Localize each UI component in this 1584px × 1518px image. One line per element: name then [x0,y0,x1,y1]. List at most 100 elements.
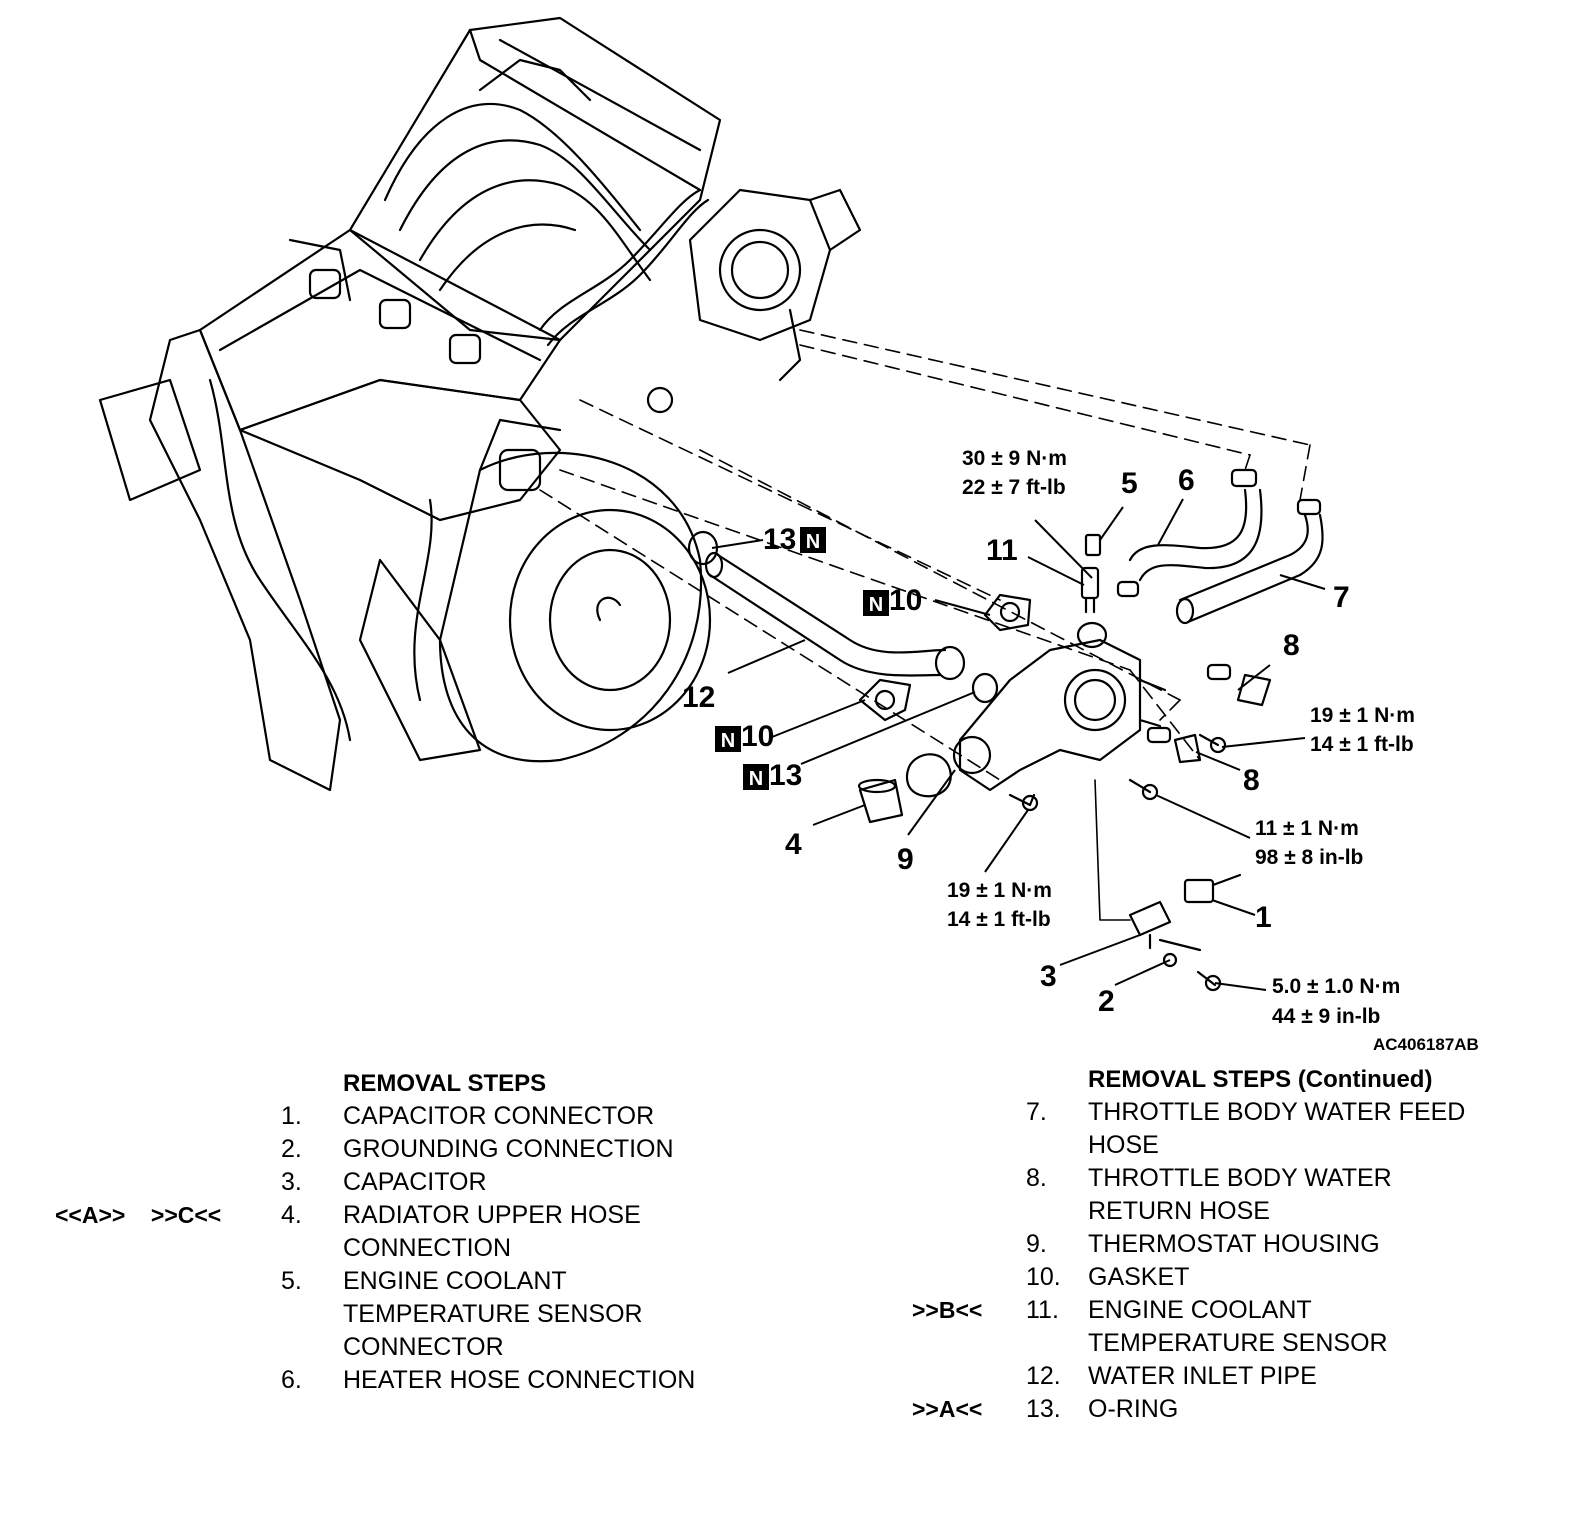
bolts [1008,733,1227,992]
step-text: THROTTLE BODY WATER [1088,1164,1392,1192]
step-number: 5. [281,1267,302,1295]
engine-assembly [98,16,862,792]
removal-step-continuation: CONNECTION [55,1232,695,1265]
service-point-marks [55,1232,281,1265]
removal-step: 10. GASKET [912,1261,1465,1294]
torque-spec-lower-bolt-line1: 19 ± 1 N·m [947,879,1052,902]
engine-exploded-diagram: 1 2 3 4 5 6 7 8 8 9 10 10 11 12 13 13 N … [98,16,1479,1054]
callout-13-upper: 13 [763,523,796,556]
step-text: RETURN HOSE [1088,1197,1270,1225]
removal-step: 5. ENGINE COOLANT [55,1265,695,1298]
step-number [1026,1129,1088,1162]
service-point-marks [912,1261,1026,1294]
step-text: CAPACITOR CONNECTOR [343,1102,655,1130]
capacitor-connector [1183,873,1242,904]
service-point-marks: >>A<< [912,1396,983,1422]
torque-spec-ground-bolt-line2: 44 ± 9 in-lb [1272,1005,1380,1028]
removal-step-continuation: TEMPERATURE SENSOR [55,1298,695,1331]
step-text: GASKET [1088,1263,1190,1291]
step-number: 1. [281,1102,302,1130]
callout-10-upper: 10 [889,584,922,617]
gasket-upper [983,593,1032,632]
step-number: 10. [1026,1263,1061,1291]
service-point-marks [912,1327,1026,1360]
capacitor [1128,900,1202,952]
step-number [281,1232,343,1265]
service-point-marks [912,1129,1026,1162]
n-badge: N [869,594,883,616]
step-text: HEATER HOSE CONNECTION [343,1366,696,1394]
removal-steps-right: REMOVAL STEPS (Continued) 7. THROTTLE BOD… [912,1063,1465,1426]
service-point-marks [55,1133,281,1166]
step-text: THERMOSTAT HOUSING [1088,1230,1380,1258]
step-number [1026,1195,1088,1228]
n-badge: N [721,730,735,752]
callout-1: 1 [1255,901,1272,934]
callout-8-lower: 8 [1243,764,1260,797]
step-number: 3. [281,1168,302,1196]
leader-lines [711,498,1326,991]
water-inlet-pipe [704,551,966,681]
service-point-marks [912,1195,1026,1228]
removal-step: 3. CAPACITOR [55,1166,695,1199]
step-number: 11. [1026,1296,1059,1324]
callout-6: 6 [1178,464,1195,497]
callout-8-upper: 8 [1283,629,1300,662]
step-text: ENGINE COOLANT [343,1267,567,1295]
torque-spec-sensor-line2: 22 ± 7 ft-lb [962,476,1066,499]
step-text: CONNECTION [343,1234,512,1262]
callout-10-lower: 10 [741,720,774,753]
torque-specs: 30 ± 9 N·m 22 ± 7 ft-lb 19 ± 1 N·m 14 ± … [947,447,1415,1028]
thermostat-housing [952,621,1167,792]
service-point-marks: <<A>> >>C<< [55,1202,222,1228]
step-number: 12. [1026,1362,1061,1390]
removal-step: 7. THROTTLE BODY WATER FEED [912,1096,1465,1129]
removal-step: <<A>> >>C<<4.RADIATOR UPPER HOSE [55,1199,695,1232]
radiator-upper-hose [858,778,904,824]
step-number [1026,1327,1088,1360]
step-number: 4. [281,1201,302,1229]
step-text: WATER INLET PIPE [1088,1362,1317,1390]
step-text: CAPACITOR [343,1168,487,1196]
removal-step-continuation: HOSE [912,1129,1465,1162]
callout-4: 4 [785,828,802,861]
step-text: HOSE [1088,1131,1159,1159]
step-number: 9. [1026,1230,1047,1258]
step-text: GROUNDING CONNECTION [343,1135,674,1163]
step-number [281,1331,343,1364]
removal-steps-continued-heading: REMOVAL STEPS (Continued) [1088,1066,1433,1093]
torque-spec-housing-bolt-line1: 11 ± 1 N·m [1255,817,1359,840]
callout-9: 9 [897,843,914,876]
service-point-marks [912,1360,1026,1393]
step-text: TEMPERATURE SENSOR [1088,1329,1388,1357]
heater-hose [1128,488,1248,562]
callout-13-lower: 13 [769,759,802,792]
removal-steps-heading: REMOVAL STEPS [343,1070,547,1097]
torque-spec-right-bolt-line1: 19 ± 1 N·m [1310,704,1415,727]
n-badge: N [749,768,763,790]
step-text: O-RING [1088,1395,1179,1423]
step-text: CONNECTOR [343,1333,504,1361]
alignment-lines [539,329,1311,781]
removal-step-continuation: RETURN HOSE [912,1195,1465,1228]
removal-step: 6.HEATER HOSE CONNECTION [55,1364,695,1397]
removal-step: 2.GROUNDING CONNECTION [55,1133,695,1166]
service-point-marks: >>B<< [912,1297,983,1323]
step-number [281,1298,343,1331]
torque-spec-sensor-line1: 30 ± 9 N·m [962,447,1067,470]
service-point-marks [912,1228,1026,1261]
removal-step-continuation: TEMPERATURE SENSOR [912,1327,1465,1360]
service-point-marks [55,1265,281,1298]
step-number: 8. [1026,1164,1047,1192]
step-text: THROTTLE BODY WATER FEED [1088,1098,1466,1126]
step-number: 7. [1026,1098,1047,1126]
removal-step: 1. CAPACITOR CONNECTOR [55,1100,695,1133]
callout-5: 5 [1121,467,1138,500]
removal-step: 8. THROTTLE BODY WATER [912,1162,1465,1195]
step-text: TEMPERATURE SENSOR [343,1300,643,1328]
removal-step-continuation: CONNECTOR [55,1331,695,1364]
torque-spec-right-bolt-line2: 14 ± 1 ft-lb [1310,733,1414,756]
callout-2: 2 [1098,985,1115,1018]
throttle-water-feed-hose [1178,513,1309,602]
removal-step: 12. WATER INLET PIPE [912,1360,1465,1393]
